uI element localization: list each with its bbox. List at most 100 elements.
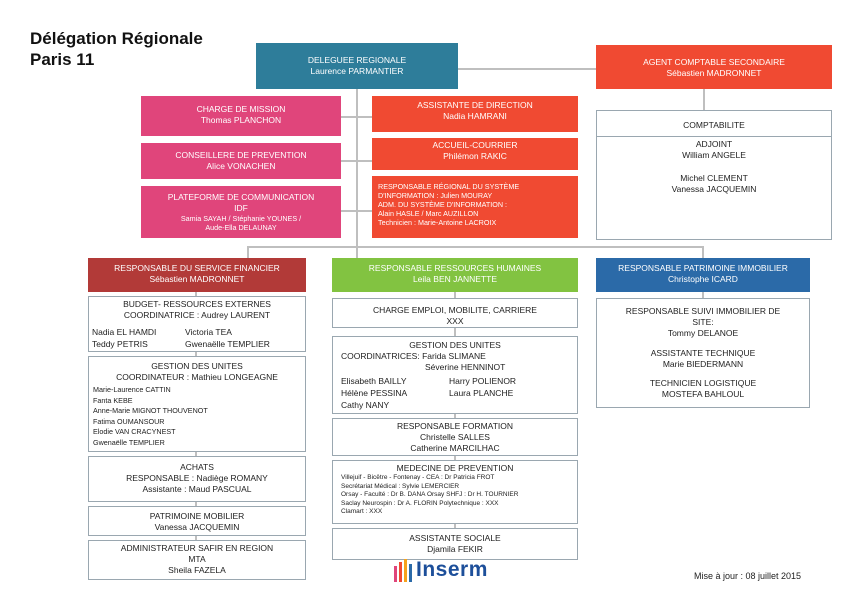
connector-line [703,88,705,110]
medecine-line-4: Saclay Neurospin : Dr A. FLORIN Polytech… [341,499,499,507]
title-line-1: Délégation Régionale [30,29,203,48]
page-title: Délégation Régionale Paris 11 [30,28,203,70]
suivi-line-1: RESPONSABLE SUIVI IMMOBILIER DE [625,306,781,316]
gestion-unites-fin-box: GESTION DES UNITES COORDINATEUR : Mathie… [88,356,306,452]
gestion-fin-title: GESTION DES UNITES [151,361,243,371]
si-line-2: D'INFORMATION : Julien MOURAY [378,191,493,200]
patrimoine-head-role: RESPONSABLE PATRIMOINE IMMOBILIER [618,263,788,273]
budget-box: BUDGET- RESSOURCES EXTERNES COORDINATRIC… [88,296,306,352]
formation-name-2: Catherine MARCILHAC [410,443,500,453]
mission-role: CHARGE DE MISSION [196,104,286,114]
assistante-technique-role: ASSISTANTE TECHNIQUE [650,348,756,358]
patrimoine-head-box: RESPONSABLE PATRIMOINE IMMOBILIER Christ… [596,258,810,292]
prevention-name: Alice VONACHEN [206,161,276,171]
achats-title: ACHATS [180,462,214,472]
budget-coord: COORDINATRICE : Audrey LAURENT [123,310,271,320]
assistante-name: Nadia HAMRANI [443,111,507,121]
patrimoine-head-name: Christophe ICARD [668,274,738,284]
gestion-rh-coord: COORDINATRICES: Farida SLIMANE [341,351,486,361]
prevention-role: CONSEILLERE DE PREVENTION [175,150,307,160]
gestion-rh-coord-2: Séverine HENNINOT [425,362,506,372]
patrimoine-mobilier-title: PATRIMOINE MOBILIER [149,511,245,521]
connector-line [340,116,372,118]
connector-line [247,246,249,258]
connector-line [340,210,372,212]
prevention-box: CONSEILLERE DE PREVENTION Alice VONACHEN [141,143,341,179]
financier-head-box: RESPONSABLE DU SERVICE FINANCIER Sébasti… [88,258,306,292]
comptabilite-box: COMPTABILITE ADJOINT William ANGELE Mich… [596,110,832,240]
mission-name: Thomas PLANCHON [200,115,282,125]
si-line-3: ADM. DU SYSTÈME D'INFORMATION : [378,200,508,209]
technicien-logistique: TECHNICIEN LOGISTIQUE MOSTEFA BAHLOUL [597,378,809,400]
assistante-technique-name: Marie BIEDERMANN [662,359,744,369]
patrimoine-mobilier-name: Vanessa JACQUEMIN [154,522,240,532]
gestion-fin-member: Marie-Laurence CATTIN [93,385,171,394]
safir-name: Sheila FAZELA [168,565,226,575]
accueil-role: ACCUEIL-COURRIER [432,140,518,150]
gestion-rh-title: GESTION DES UNITES [409,340,501,350]
gestion-fin-coord: COORDINATEUR : Mathieu LONGEAGNE [116,372,278,382]
plateforme-role-2: IDF [234,203,248,213]
connector-line [702,246,704,258]
update-date: Mise à jour : 08 juillet 2015 [694,571,802,581]
plateforme-names: Samia SAYAH / Stéphanie YOUNES / [180,214,302,223]
gestion-rh-member-5: Cathy NANY [341,400,390,410]
connector-line [356,88,358,258]
inserm-logo: Inserm [392,558,502,586]
technicien-logistique-role: TECHNICIEN LOGISTIQUE [649,378,757,388]
rh-head-box: RESPONSABLE RESSOURCES HUMAINES Leila BE… [332,258,578,292]
gestion-rh-member-3: Hélène PESSINA [341,388,408,398]
plateforme-box: PLATEFORME DE COMMUNICATION IDF Samia SA… [141,186,341,238]
patrimoine-mobilier-box: PATRIMOINE MOBILIER Vanessa JACQUEMIN [88,506,306,536]
budget-member-1: Nadia EL HAMDI [92,327,157,337]
sociale-title: ASSISTANTE SOCIALE [409,533,501,543]
medecine-line-3: Orsay - Faculté : Dr B. DANA Orsay SHFJ … [341,491,519,498]
delegue-name: Laurence PARMANTIER [310,66,404,76]
budget-member-2: Victoria TEA [185,327,232,337]
formation-box: RESPONSABLE FORMATION Christelle SALLES … [332,418,578,456]
gestion-rh-member-1: Elisabeth BAILLY [341,376,407,386]
gestion-rh-member-2: Harry POLIENOR [449,376,517,386]
budget-member-4: Gwenaëlle TEMPLIER [185,339,270,349]
accueil-box: ACCUEIL-COURRIER Philémon RAKIC [372,138,578,170]
agent-comptable-role: AGENT COMPTABLE SECONDAIRE [643,57,785,67]
medecine-line-1: Villejuif - Bicêtre - Fontenay - CEA : D… [341,474,495,481]
safir-line-2: MTA [188,554,206,564]
achats-box: ACHATS RESPONSABLE : Nadiège ROMANY Assi… [88,456,306,502]
assistante-technique: ASSISTANTE TECHNIQUE Marie BIEDERMANN [597,348,809,370]
delegue-role: DELEGUEE REGIONALE [307,55,407,65]
comptabilite-divider [597,136,831,137]
comptabilite-member-1: Michel CLEMENT [680,173,748,183]
emploi-box: CHARGE EMPLOI, MOBILITE, CARRIERE XXX [332,298,578,328]
accueil-name: Philémon RAKIC [443,151,507,161]
safir-title: ADMINISTRATEUR SAFIR EN REGION [120,543,274,553]
gestion-fin-member: Fatima OUMANSOUR [93,416,165,426]
connector-line [340,160,372,162]
budget-title: BUDGET- RESSOURCES EXTERNES [123,299,271,309]
agent-comptable-box: AGENT COMPTABLE SECONDAIRE Sébastien MAD… [596,45,832,89]
gestion-fin-member: Gwenaëlle TEMPLIER [93,437,165,447]
rh-head-name: Leila BEN JANNETTE [412,274,498,284]
adjoint: ADJOINT William ANGELE [597,139,831,161]
rh-head-role: RESPONSABLE RESSOURCES HUMAINES [368,263,542,273]
gestion-unites-rh-box: GESTION DES UNITES COORDINATRICES: Farid… [332,336,578,414]
inserm-logo-icon [394,559,412,582]
financier-head-name: Sébastien MADRONNET [149,274,245,284]
sociale-name: Djamila FEKIR [427,544,483,554]
gestion-fin-member: Anne-Marie MIGNOT THOUVENOT [93,406,208,415]
patrimoine-immo-box: RESPONSABLE SUIVI IMMOBILIER DE SITE: To… [596,298,810,408]
plateforme-names-2: Aude-Ella DELAUNAY [205,223,277,232]
gestion-rh-member-4: Laura PLANCHE [449,388,514,398]
plateforme-role: PLATEFORME DE COMMUNICATION [167,192,315,202]
suivi-line-2: SITE: [692,317,714,327]
delegue-regionale-box: DELEGUEE REGIONALE Laurence PARMANTIER [256,43,458,89]
safir-box: ADMINISTRATEUR SAFIR EN REGION MTA Sheil… [88,540,306,580]
achats-assist: Assistante : Maud PASCUAL [142,484,252,494]
adjoint-role: ADJOINT [695,139,733,149]
si-line-1: RESPONSABLE RÉGIONAL DU SYSTÈME [378,182,520,191]
title-line-2: Paris 11 [30,50,95,69]
medecine-line-2: Secrétariat Médical : Sylvie LEMERCIER [341,482,460,490]
gestion-fin-member: Elodie VAN CRACYNEST [93,427,176,436]
systeme-information-box: RESPONSABLE RÉGIONAL DU SYSTÈME D'INFORM… [372,176,578,238]
suivi-immobilier: RESPONSABLE SUIVI IMMOBILIER DE SITE: To… [597,306,809,339]
